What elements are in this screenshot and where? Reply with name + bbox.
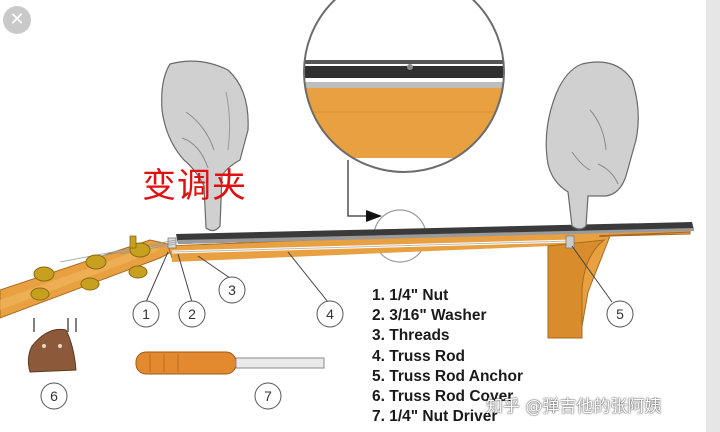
nut-driver-illustration [135,351,325,375]
legend-item-1: 1. 1/4" Nut [372,287,449,304]
callout-4-text: 4 [326,306,334,322]
callout-7-text: 7 [264,388,272,404]
callout-5-text: 5 [616,306,624,322]
callout-1: 1 [132,300,160,328]
callout-4: 4 [316,300,344,328]
legend-item-3: 3. Threads [372,327,450,345]
right-frame-border [706,0,720,432]
callout-7: 7 [254,382,282,410]
capo-annotation-label: 变调夹 [142,166,247,206]
leader-lines [145,245,613,303]
callout-2: 2 [178,300,206,328]
legend-item-4: 4. Truss Rod [372,347,466,365]
callout-markers: 1 2 3 4 5 6 7 [40,276,634,410]
guitar-neck [0,222,694,339]
callout-6-text: 6 [50,388,58,404]
right-hand-illustration [545,61,639,230]
zhihu-watermark: 知乎 @弹吉他的张阿姨 [486,397,662,417]
callout-1-text: 1 [142,306,150,322]
callout-3-text: 3 [228,282,236,298]
legend-item-6: 6. Truss Rod Cover [372,388,514,406]
parts-legend: 1. 1/4" Nut 2. 3/16" Washer 3. Threads 4… [372,286,523,427]
callout-2-text: 2 [188,306,196,322]
left-hand-illustration [161,60,249,232]
magnifier-inset [303,0,505,173]
legend-item-2: 2. 3/16" Washer [372,307,487,325]
callout-3: 3 [218,276,246,304]
callout-6: 6 [40,382,68,410]
legend-item-5: 5. Truss Rod Anchor [372,367,524,385]
legend-item-7: 7. 1/4" Nut Driver [372,408,498,426]
truss-rod-cover-illustration [27,318,77,373]
callout-5: 5 [606,300,634,328]
close-icon[interactable]: ✕ [3,6,31,34]
tuning-pegs [30,235,151,301]
